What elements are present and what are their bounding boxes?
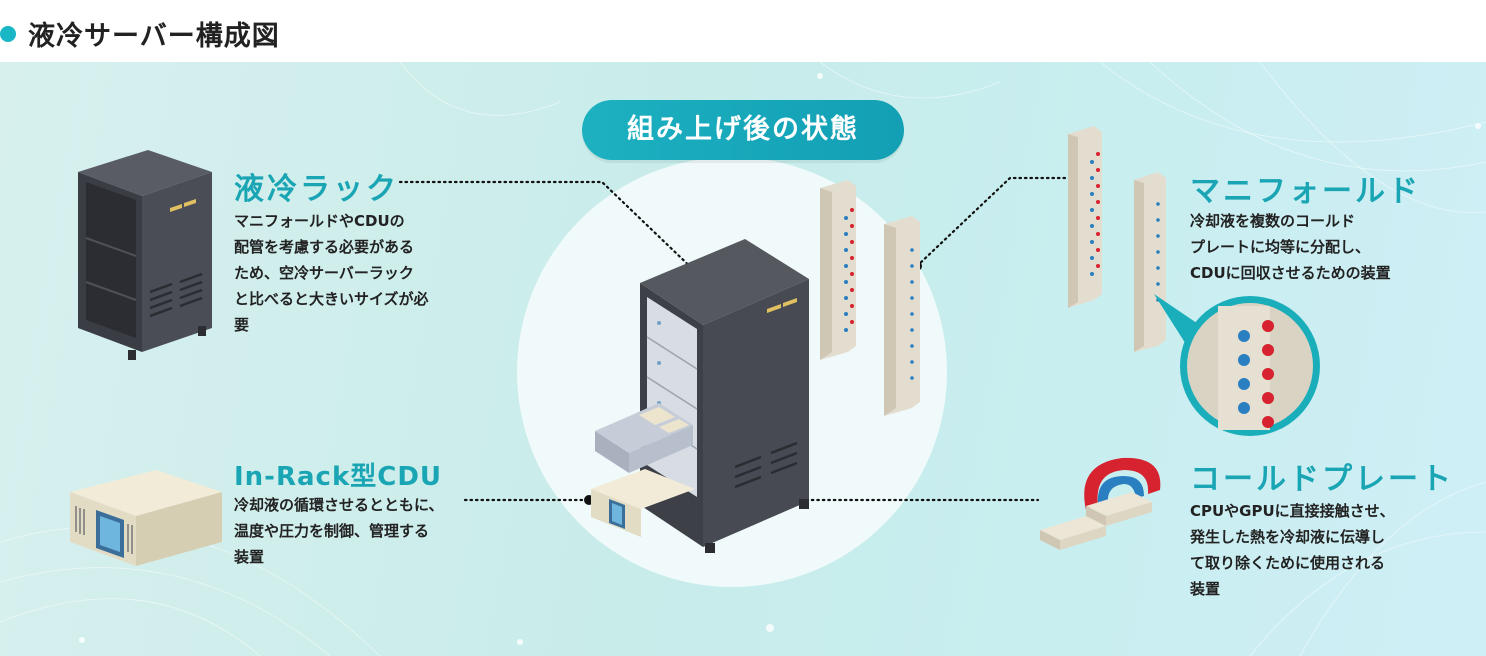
- rack-illustration: [78, 150, 212, 360]
- rack-connector: [398, 180, 702, 278]
- coldplate-description: CPUやGPUに直接接触させ、 発生した熱を冷却液に伝導し て取り除くために使用…: [1190, 502, 1395, 598]
- coldplate-heading: コールドプレート: [1190, 462, 1454, 497]
- manifold-connector: [915, 176, 1068, 268]
- network-background: [0, 62, 1486, 656]
- assembled-rack-illustration: [591, 239, 809, 553]
- assembled-state-badge: 組み上げ後の状態: [582, 100, 904, 160]
- center-manifolds-illustration: [820, 180, 920, 416]
- page-title: 液冷サーバー構成図: [28, 21, 280, 52]
- manifold-zoom-callout: [1154, 294, 1320, 436]
- cdu-illustration: [70, 470, 222, 566]
- cdu-description: 冷却液の循環させるとともに、 温度や圧力を制御、管理する 装置: [234, 496, 444, 566]
- coldplate-illustration: [1040, 457, 1161, 550]
- manifold-heading: マニフォールド: [1190, 174, 1421, 209]
- title-bullet-icon: [0, 26, 16, 42]
- page-header: 液冷サーバー構成図: [0, 0, 1486, 62]
- cdu-heading: In-Rack型CDU: [234, 462, 443, 492]
- rack-heading: 液冷ラック: [234, 172, 399, 207]
- manifold-description: 冷却液を複数のコールド プレートに均等に分配し、 CDUに回収させるための装置: [1190, 212, 1391, 282]
- rack-description: マニフォールドやCDUの 配管を考慮する必要がある ため、空冷サーバーラック と…: [234, 212, 429, 334]
- manifold-illustration: [1068, 126, 1166, 352]
- diagram-stage: 組み上げ後の状態 液冷ラック マニフォールドやCDUの 配管を考慮する必要がある…: [0, 62, 1486, 656]
